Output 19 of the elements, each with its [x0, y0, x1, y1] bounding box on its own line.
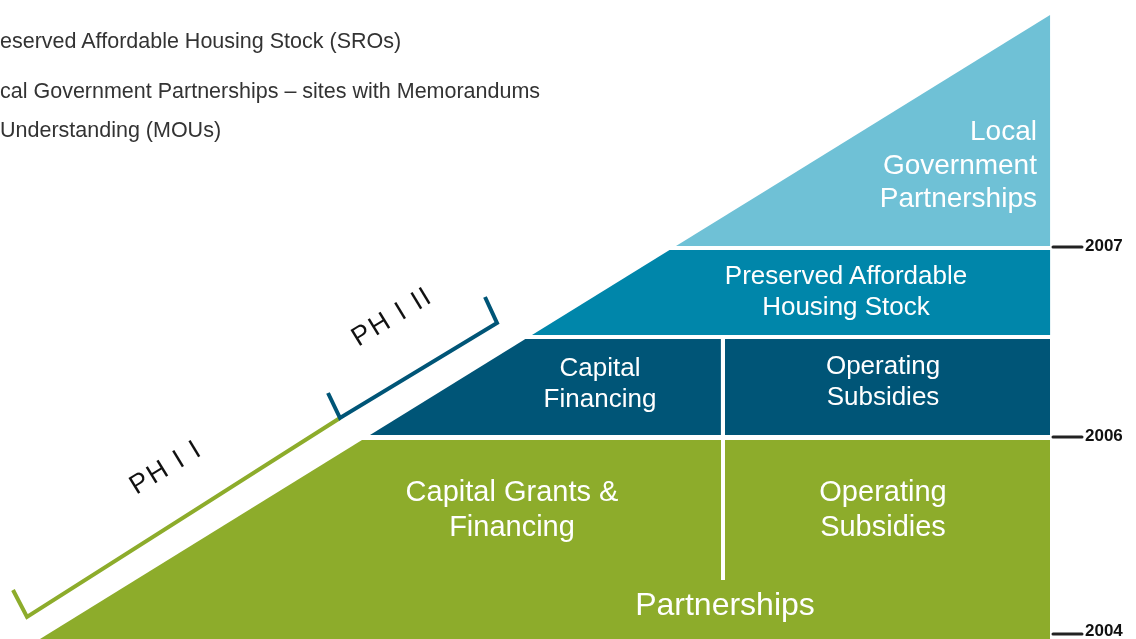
year-label: 2007: [1085, 236, 1123, 256]
band-label: Operating Subsidies: [824, 350, 942, 413]
note-text: cal Government Partnerships – sites with Memorandums: [0, 79, 541, 104]
pyramid-band: [675, 15, 1050, 246]
year-label: 2004: [1085, 621, 1123, 639]
year-label: 2006: [1085, 426, 1123, 446]
band-label: Capital Grants & Financing: [404, 474, 620, 544]
phase-label: PH I II: [345, 280, 438, 353]
band-label: Capital Financing: [542, 352, 658, 415]
pyramid-band: [725, 339, 1050, 435]
band-label: Partnerships: [634, 585, 816, 624]
note-text: eserved Affordable Housing Stock (SROs): [0, 29, 402, 54]
pyramid-band: [40, 440, 1050, 639]
phase-label: PH I I: [123, 433, 208, 501]
note-text: Understanding (MOUs): [0, 118, 222, 143]
band-label: Operating Subsidies: [818, 474, 948, 544]
band-label: Preserved Affordable Housing Stock: [723, 260, 969, 323]
band-label: Local Government Partnerships: [878, 114, 1037, 215]
pyramid-band: [531, 250, 1050, 335]
